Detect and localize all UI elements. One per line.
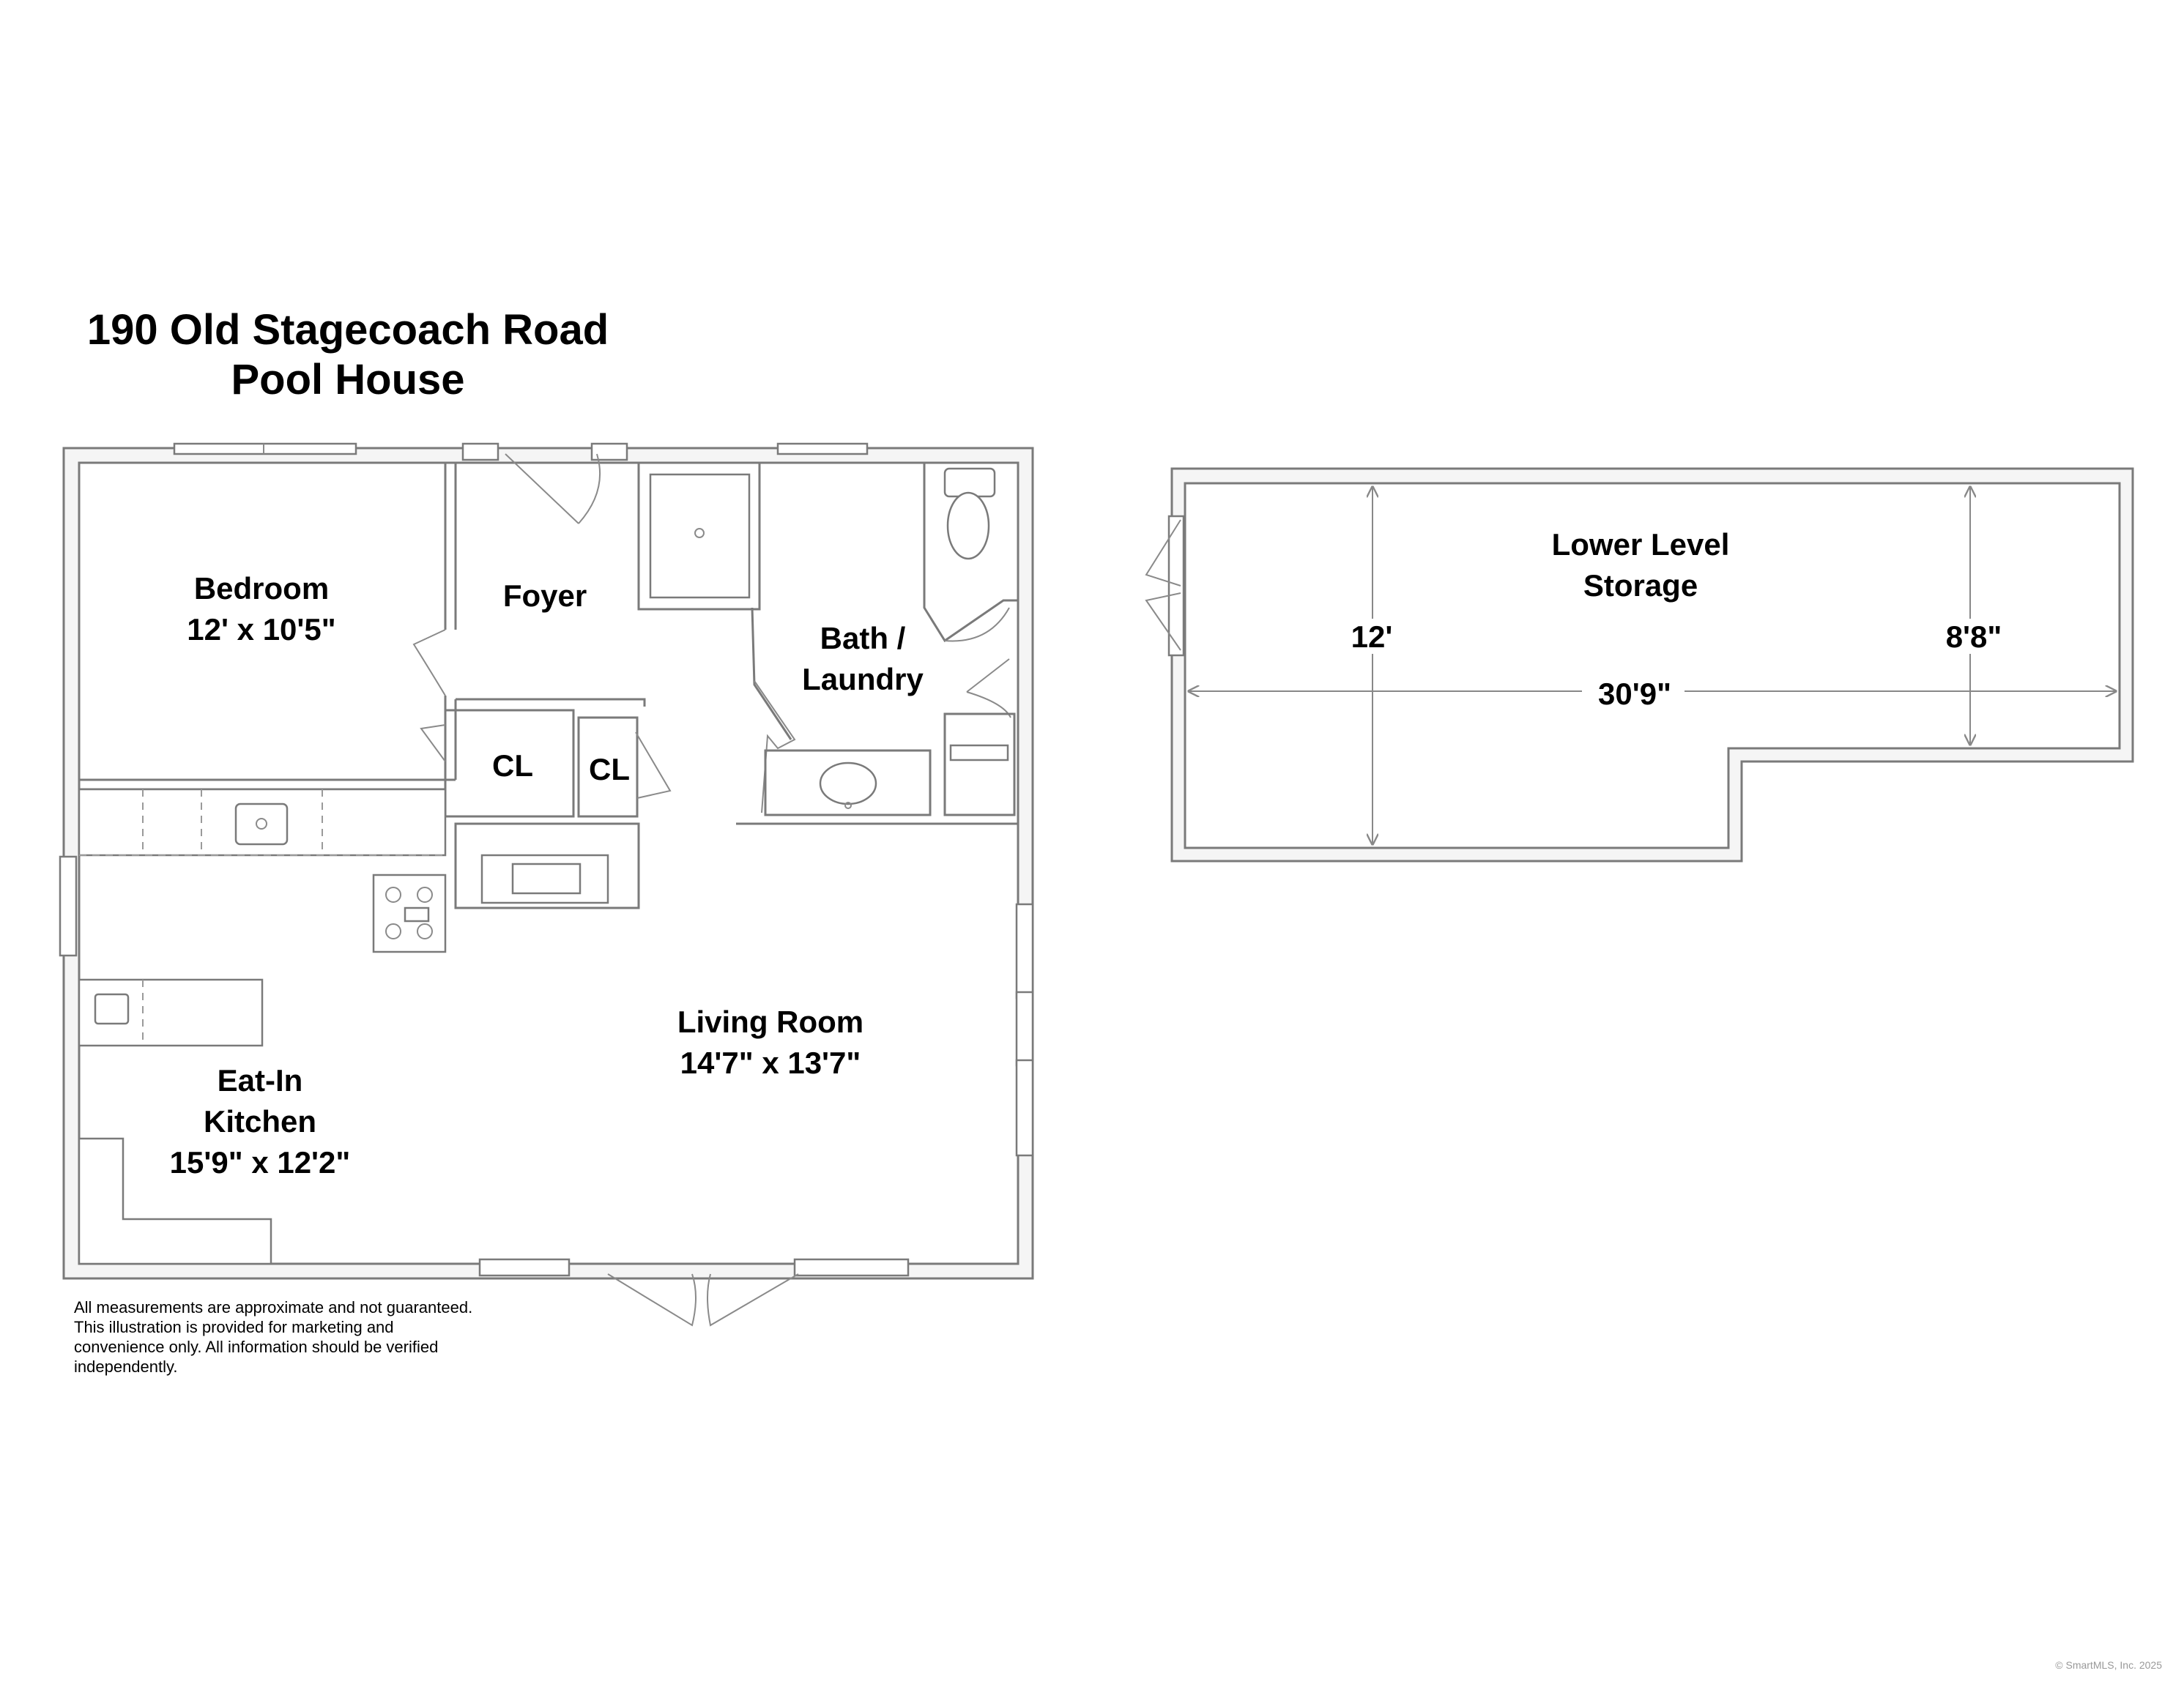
plan-title: 190 Old Stagecoach Road [86,306,609,354]
storage-label-1: Lower Level [1552,527,1730,562]
french-door-right [707,1273,799,1327]
window [59,855,78,957]
french-door-left [607,1273,697,1327]
window [478,1258,571,1277]
door-jamb [590,442,628,461]
window [793,1258,910,1277]
storage-wall [1170,467,2134,863]
storage-door-top [1145,519,1181,586]
kitchen-lower-counter [78,1137,272,1265]
closet-2-label: CL [589,752,630,786]
main-floor [59,442,1034,1327]
hall-closet-wall [454,822,640,909]
closet-1 [444,709,575,818]
window [776,442,869,455]
storage-dim-width: 30'9" [1598,677,1671,711]
living-room-label: Living Room [677,1005,863,1039]
window [1015,1059,1034,1157]
kitchen-label-1: Eat-In [218,1063,303,1098]
laundry-label: Laundry [802,662,924,696]
plan-subtitle: Pool House [231,356,465,403]
prep-sink-icon [94,993,130,1025]
shower [637,461,761,611]
bedroom-wall [444,463,457,630]
window [173,442,357,455]
storage-dim-right: 8'8" [1946,619,2002,654]
living-room-dims: 14'7" x 13'7" [680,1046,861,1080]
bath-label: Bath / [820,621,906,655]
bedroom-door [412,629,446,696]
closet-2 [577,716,639,818]
storage-label-2: Storage [1583,568,1698,603]
vanity [764,749,932,816]
foyer-label: Foyer [503,578,587,613]
front-door [505,453,579,524]
bath-door [754,680,796,813]
kitchen-label-2: Kitchen [204,1104,316,1139]
storage-dim-left: 12' [1351,619,1393,654]
toilet-door [966,658,1011,718]
disclaimer-text: All measurements are approximate and not… [74,1298,473,1376]
copyright-credit: © SmartMLS, Inc. 2025 [2055,1659,2162,1671]
window [1015,991,1034,1067]
storage-door-bottom [1145,592,1181,651]
washer-icon [943,712,1016,816]
toilet [946,491,990,560]
bedroom-label: Bedroom [194,571,329,606]
closet-1-label: CL [492,748,533,783]
window [1015,903,1034,999]
lower-level [1145,467,2134,863]
bedroom-dims: 12' x 10'5" [187,612,335,647]
kitchen-sink-icon [234,802,289,846]
sink-icon [819,761,877,805]
kitchen-dims: 15'9" x 12'2" [170,1145,351,1180]
door-jamb [461,442,499,461]
